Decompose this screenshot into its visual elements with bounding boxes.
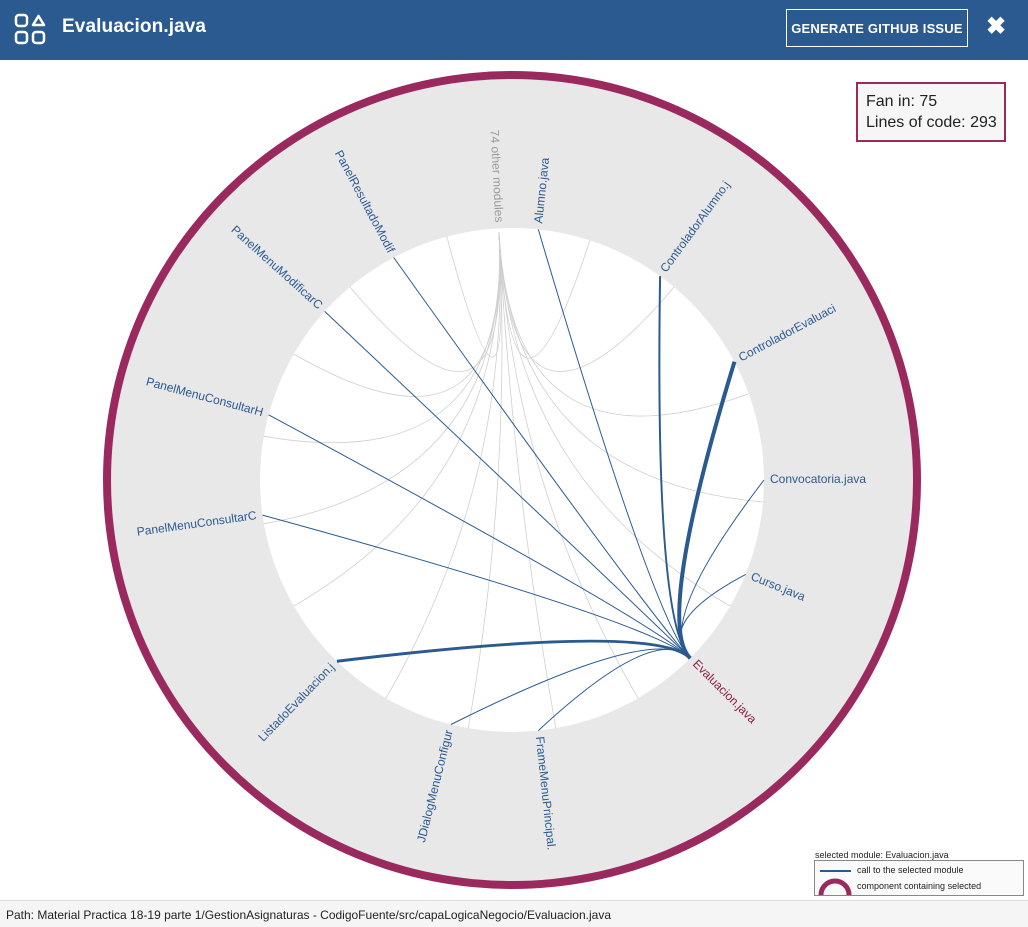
other-module-chord-10 xyxy=(293,232,501,607)
other-module-chord-5 xyxy=(498,232,731,607)
module-label-alumno-java[interactable]: Alumno.java xyxy=(531,157,552,224)
other-module-chord-15 xyxy=(446,232,502,358)
chord-panelmenuconsultarc[interactable] xyxy=(262,514,691,659)
legend-box: call to the selected module component co… xyxy=(814,860,1024,896)
other-module-chord-12 xyxy=(263,232,501,444)
chord-panelmenuconsultarh[interactable] xyxy=(268,414,691,659)
chord-convocatoria-java[interactable] xyxy=(681,479,765,659)
other-module-chord-14 xyxy=(349,232,501,372)
chord-panelmenumodificarc[interactable] xyxy=(324,311,691,659)
other-module-chord-9 xyxy=(385,232,501,699)
other-module-chord-13 xyxy=(293,232,501,397)
legend-call-label: call to the selected module xyxy=(857,865,964,875)
close-icon[interactable]: ✖ xyxy=(985,13,1007,40)
chord-curso-java[interactable] xyxy=(679,573,746,659)
generate-github-issue-button[interactable]: GENERATE GITHUB ISSUE xyxy=(786,9,968,47)
inner-area xyxy=(260,228,764,732)
chord-panelresultadomodif[interactable] xyxy=(393,257,691,659)
lines-of-code-value: Lines of code: 293 xyxy=(866,114,997,131)
path-footer: Path: Material Practica 18-19 parte 1/Ge… xyxy=(0,900,1028,927)
fan-in-value: Fan in: 75 xyxy=(866,93,938,110)
legend-component-label: component containing selected xyxy=(857,881,982,891)
header-bar: Evaluacion.java GENERATE GITHUB ISSUE ✖ xyxy=(0,0,1028,60)
module-label-convocatoria-java[interactable]: Convocatoria.java xyxy=(770,472,866,486)
other-modules-label[interactable]: 74 other modules xyxy=(487,129,506,222)
other-module-chord-6 xyxy=(498,232,639,699)
legend-swatches xyxy=(818,870,852,896)
metrics-box: Fan in: 75 Lines of code: 293 xyxy=(856,82,1006,142)
other-module-chord-7 xyxy=(498,232,557,729)
grid-shapes-icon[interactable] xyxy=(14,13,46,45)
legend-title: selected module: Evaluacion.java xyxy=(815,850,949,860)
component-arc-swatch xyxy=(818,878,852,896)
page-title: Evaluacion.java xyxy=(62,16,207,37)
chord-listadoevaluacion-j[interactable] xyxy=(336,639,692,663)
chord-alumno-java[interactable] xyxy=(537,229,691,659)
